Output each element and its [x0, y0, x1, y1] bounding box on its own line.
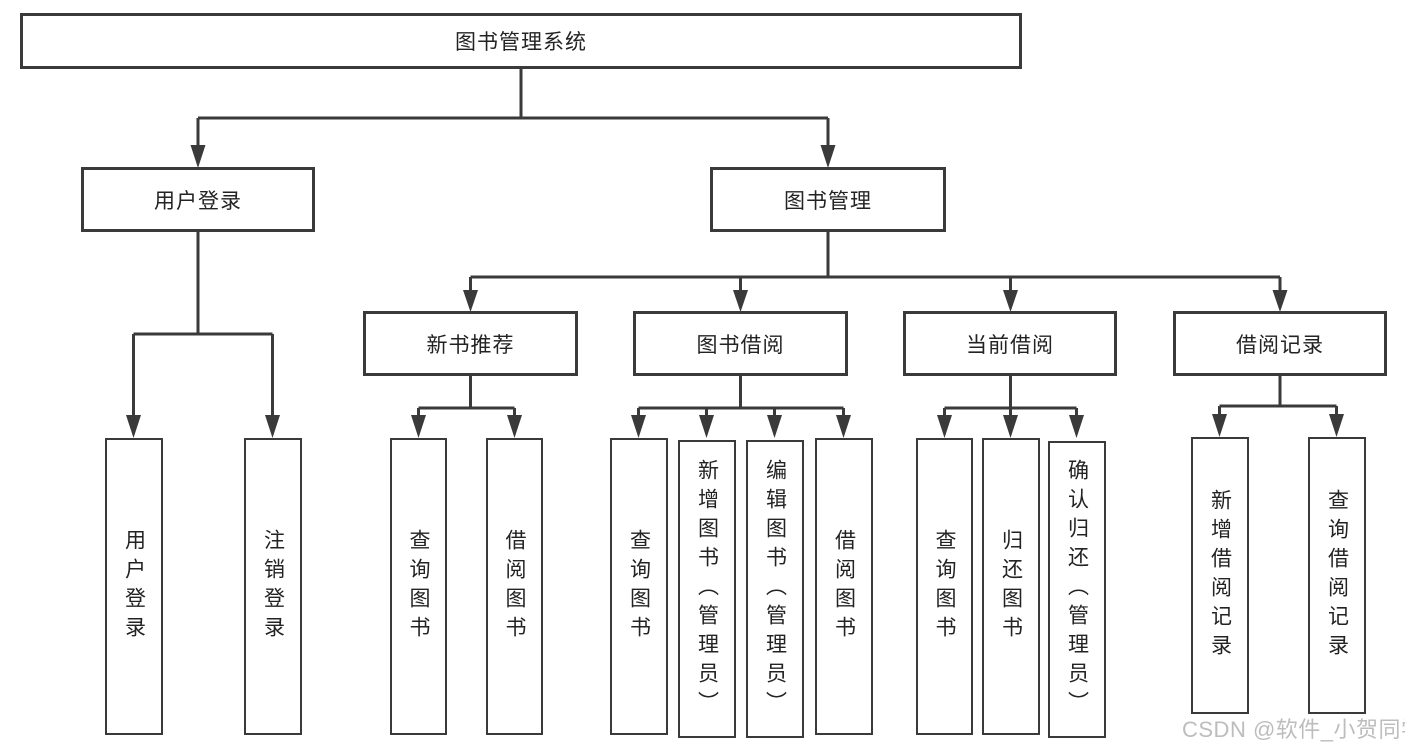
node-borrow-record-label: 借阅记录 — [1236, 333, 1324, 357]
leaf-borrow-borrow: 借阅图书 — [815, 438, 873, 735]
leaf-current-query-label: 查询图书 — [933, 528, 956, 645]
node-book-management: 图书管理 — [710, 167, 946, 232]
leaf-current-confirm-admin: 确认归还（管理员） — [1048, 441, 1106, 738]
leaf-current-return-label: 归还图书 — [999, 528, 1023, 645]
leaf-record-query: 查询借阅记录 — [1308, 437, 1366, 714]
leaf-newbook-query-label: 查询图书 — [407, 528, 430, 645]
leaf-record-add-label: 新增借阅记录 — [1208, 488, 1232, 663]
leaf-newbook-borrow-label: 借阅图书 — [503, 528, 526, 645]
node-new-book-recommend: 新书推荐 — [363, 311, 578, 376]
leaf-borrow-borrow-label: 借阅图书 — [832, 528, 856, 645]
leaf-borrow-add-admin: 新增图书（管理员） — [678, 440, 736, 738]
leaf-record-add: 新增借阅记录 — [1191, 437, 1249, 714]
leaf-borrow-edit-admin: 编辑图书（管理员） — [746, 440, 804, 738]
node-book-management-label: 图书管理 — [784, 189, 872, 213]
arrowheads — [126, 145, 1344, 438]
node-root-library-system: 图书管理系统 — [20, 13, 1022, 69]
leaf-user-login: 用户登录 — [105, 438, 163, 735]
leaf-current-query: 查询图书 — [916, 438, 973, 735]
leaf-current-return: 归还图书 — [982, 438, 1040, 735]
node-book-borrow-label: 图书借阅 — [696, 333, 785, 357]
leaf-user-login-label: 用户登录 — [122, 528, 146, 645]
node-root-label: 图书管理系统 — [455, 31, 587, 54]
node-user-login: 用户登录 — [81, 167, 315, 232]
node-user-login-label: 用户登录 — [154, 189, 242, 213]
leaf-borrow-edit-admin-label: 编辑图书（管理员） — [763, 458, 787, 720]
node-borrow-record: 借阅记录 — [1173, 311, 1387, 376]
leaf-record-query-label: 查询借阅记录 — [1325, 488, 1349, 663]
leaf-current-confirm-admin-label: 确认归还（管理员） — [1065, 459, 1089, 720]
connector-strokes — [132, 69, 1338, 417]
leaf-logout-label: 注销登录 — [261, 528, 285, 645]
leaf-newbook-query: 查询图书 — [390, 438, 447, 735]
node-new-book-recommend-label: 新书推荐 — [426, 333, 515, 357]
node-book-borrow: 图书借阅 — [633, 311, 848, 376]
leaf-logout: 注销登录 — [244, 438, 302, 735]
node-current-borrow-label: 当前借阅 — [966, 333, 1054, 357]
leaf-borrow-query-label: 查询图书 — [627, 528, 651, 645]
csdn-watermark: CSDN @软件_小贺同学 — [1182, 717, 1405, 742]
leaf-borrow-add-admin-label: 新增图书（管理员） — [695, 458, 719, 720]
node-current-borrow: 当前借阅 — [903, 311, 1117, 376]
leaf-borrow-query: 查询图书 — [610, 438, 668, 735]
leaf-newbook-borrow: 借阅图书 — [486, 438, 543, 735]
